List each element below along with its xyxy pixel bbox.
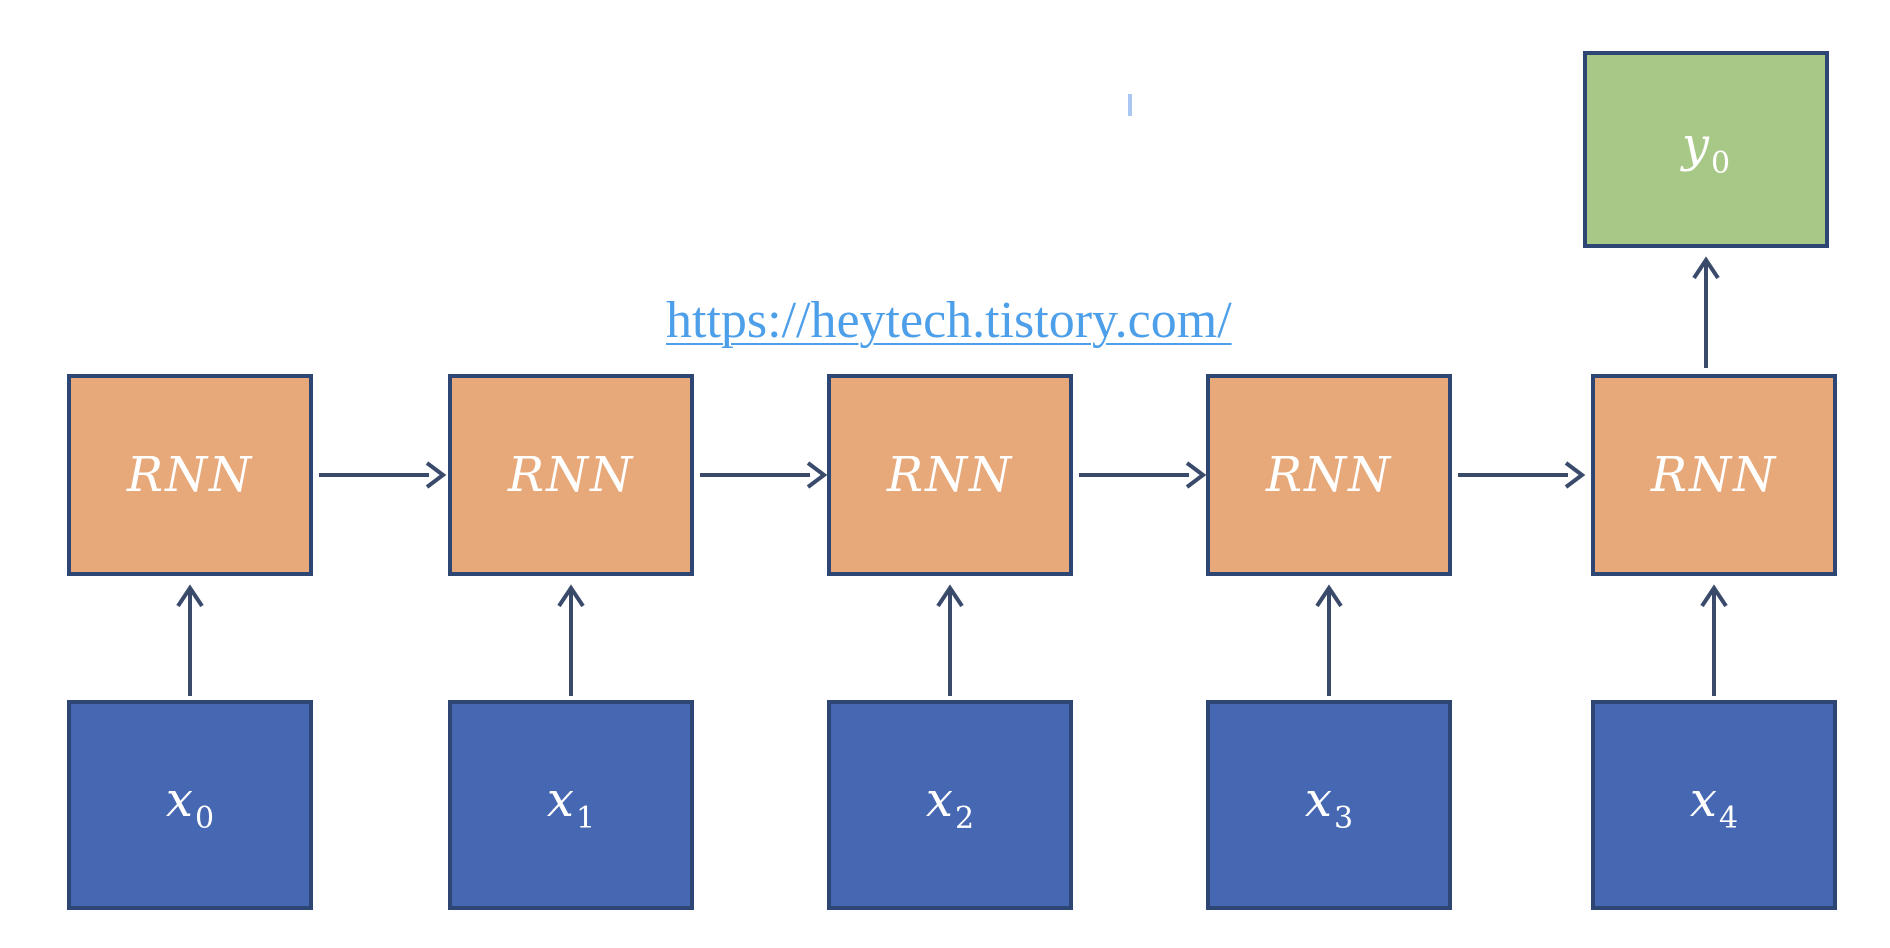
rnn-cell-3: RNN (1206, 374, 1452, 576)
rnn-cell-2-label: RNN (886, 447, 1014, 503)
arrow-rnn4-to-y0 (1692, 256, 1720, 368)
output-node-label: y0 (1682, 121, 1730, 179)
rnn-cell-4-label: RNN (1650, 447, 1778, 503)
arrow-x0-to-rnn0 (176, 584, 204, 696)
input-x2-subscript: 2 (954, 801, 975, 836)
input-node-x4-label: x4 (1690, 776, 1738, 834)
input-node-x2-label: x2 (926, 776, 974, 834)
input-node-x1: x1 (448, 700, 694, 910)
input-node-x4: x4 (1591, 700, 1837, 910)
rnn-cell-1: RNN (448, 374, 694, 576)
input-x0-base: x (165, 772, 193, 828)
arrow-x1-to-rnn1 (557, 584, 585, 696)
arrow-rnn0-to-rnn1 (319, 461, 447, 489)
arrow-x4-to-rnn4 (1700, 584, 1728, 696)
input-node-x3: x3 (1206, 700, 1452, 910)
arrow-rnn1-to-rnn2 (700, 461, 828, 489)
arrow-rnn2-to-rnn3 (1079, 461, 1207, 489)
input-node-x0: x0 (67, 700, 313, 910)
output-label-subscript: 0 (1711, 145, 1731, 181)
rnn-cell-1-label: RNN (507, 447, 635, 503)
input-x2-base: x (925, 772, 953, 828)
rnn-cell-0: RNN (67, 374, 313, 576)
input-node-x2: x2 (827, 700, 1073, 910)
rnn-cell-0-label: RNN (126, 447, 254, 503)
rnn-cell-2: RNN (827, 374, 1073, 576)
arrow-rnn3-to-rnn4 (1458, 461, 1586, 489)
input-x4-base: x (1689, 772, 1717, 828)
rnn-cell-4: RNN (1591, 374, 1837, 576)
arrow-x3-to-rnn3 (1315, 584, 1343, 696)
input-x4-subscript: 4 (1718, 801, 1739, 836)
input-node-x1-label: x1 (547, 776, 595, 834)
output-node-y0: y0 (1583, 51, 1829, 248)
input-node-x0-label: x0 (166, 776, 214, 834)
input-x1-base: x (546, 772, 574, 828)
rnn-cell-3-label: RNN (1265, 447, 1393, 503)
input-x0-subscript: 0 (194, 801, 215, 836)
output-label-base: y (1681, 116, 1710, 173)
input-node-x3-label: x3 (1305, 776, 1353, 834)
text-cursor-caret (1128, 94, 1132, 116)
input-x3-base: x (1304, 772, 1332, 828)
arrow-x2-to-rnn2 (936, 584, 964, 696)
source-link[interactable]: https://heytech.tistory.com/ (666, 292, 1232, 349)
input-x3-subscript: 3 (1333, 801, 1354, 836)
input-x1-subscript: 1 (575, 801, 596, 836)
